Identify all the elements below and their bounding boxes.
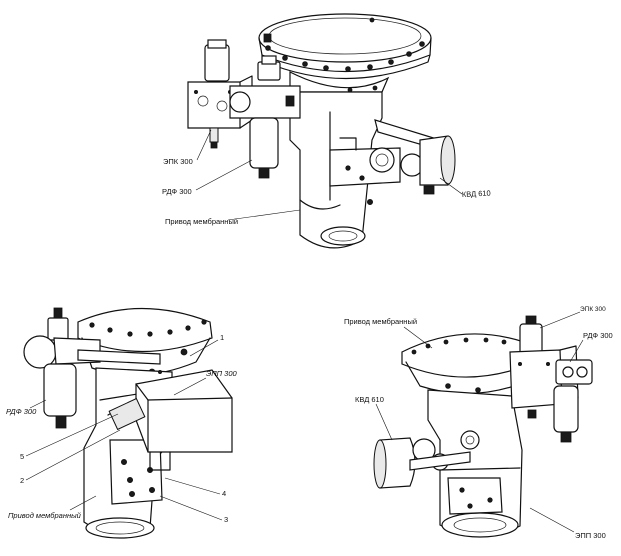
right-kvd-switch [373,437,471,489]
left-callout-4: 4 [222,489,226,498]
right-label-actuator: Привод мембранный [344,317,417,326]
left-label-epp: ЭПП 300 [206,369,237,378]
left-rdf-filter [23,307,161,429]
right-label-epk: ЭПК 300 [580,306,606,313]
left-label-actuator: Привод мембранный [8,511,82,520]
right-epk-rdf-group [509,315,593,443]
top-assembly-view: ЭПК 300 РДФ 300 Привод мембранный КВД 61… [162,13,491,249]
top-kvd-switch [329,119,456,205]
left-callout-3: 3 [224,515,228,524]
top-label-kvd: КВД 610 [462,188,491,198]
right-labels: Привод мембранный ЭПК 300 РДФ 300 КВД 61… [344,306,613,540]
left-assembly-view: РДФ 300 ЭПП 300 Привод мембранный 1 5 2 … [6,307,237,539]
right-body [427,389,523,538]
right-label-epp: ЭПП 300 [575,531,606,540]
right-label-kvd: КВД 610 [355,395,384,404]
left-callout-2: 2 [20,476,24,485]
top-labels: ЭПК 300 РДФ 300 Привод мембранный КВД 61… [162,129,491,226]
top-label-actuator: Привод мембранный [165,217,238,226]
top-label-rdf: РДФ 300 [162,187,192,196]
left-label-rdf: РДФ 300 [6,407,37,416]
right-label-rdf: РДФ 300 [583,331,613,340]
top-rdf-filter [229,55,301,179]
left-callout-5: 5 [20,452,24,461]
right-assembly-view: Привод мембранный ЭПК 300 РДФ 300 КВД 61… [344,306,613,540]
top-label-epk: ЭПК 300 [163,157,193,166]
top-flange-bolts [265,17,425,72]
top-diaphragm-housing [258,13,432,80]
top-epk-valve [187,39,253,149]
left-epp-positioner [108,369,233,471]
left-labels: РДФ 300 ЭПП 300 Привод мембранный 1 5 2 … [6,333,237,524]
left-callout-1: 1 [220,333,224,342]
